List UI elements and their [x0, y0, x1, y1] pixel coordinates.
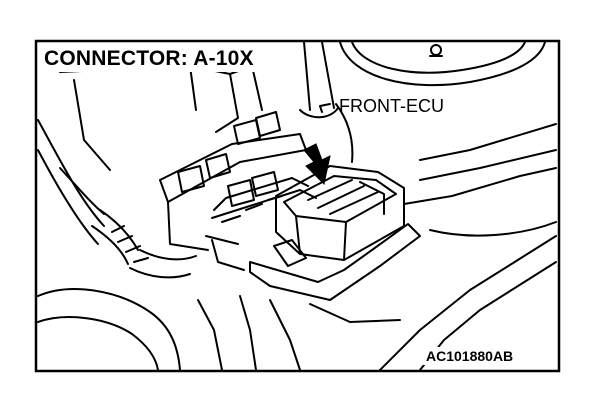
arrow-icon	[303, 143, 331, 186]
figure-code: AC101880AB	[423, 347, 517, 365]
front-ecu-callout: FRONT-ECU	[339, 96, 444, 116]
connector-title: CONNECTOR: A-10X	[42, 46, 258, 72]
figure-border	[34, 39, 561, 373]
